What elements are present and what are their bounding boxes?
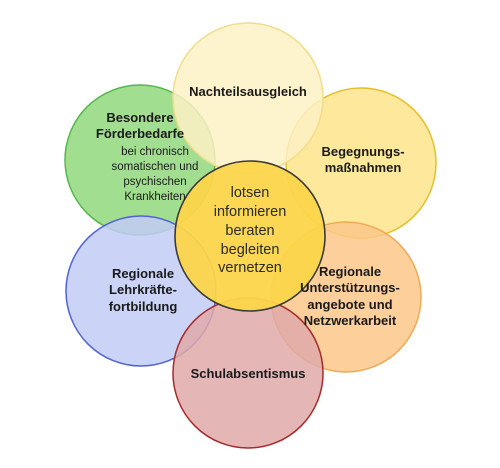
label-unterstuetzung: Regionale Unterstützungs- angebote und N… (300, 264, 400, 328)
center-line-0: lotsen (230, 185, 270, 201)
center-line-1: informieren (213, 203, 287, 220)
label-schulabsentismus: Schulabsentismus (190, 366, 306, 381)
label-foerderbedarfe-sub: bei chronisch somatischen und psychische… (111, 146, 199, 203)
label-lehrkraefte: Regionale Lehrkräfte- fortbildung (108, 266, 178, 314)
center-line-2: beraten (225, 222, 275, 239)
center-verbs: lotsen informieren beraten begleiten ver… (180, 184, 320, 278)
label-nachteilsausgleich: Nachteilsausgleich (189, 84, 307, 99)
circle-center (174, 160, 326, 312)
label-begegnung: Begegnungs- maßnahmen (321, 144, 405, 176)
label-foerderbedarfe: Besondere Förderbedarfe (95, 110, 185, 142)
center-line-3: begleiten (220, 241, 280, 258)
center-line-4: vernetzen (218, 260, 282, 277)
